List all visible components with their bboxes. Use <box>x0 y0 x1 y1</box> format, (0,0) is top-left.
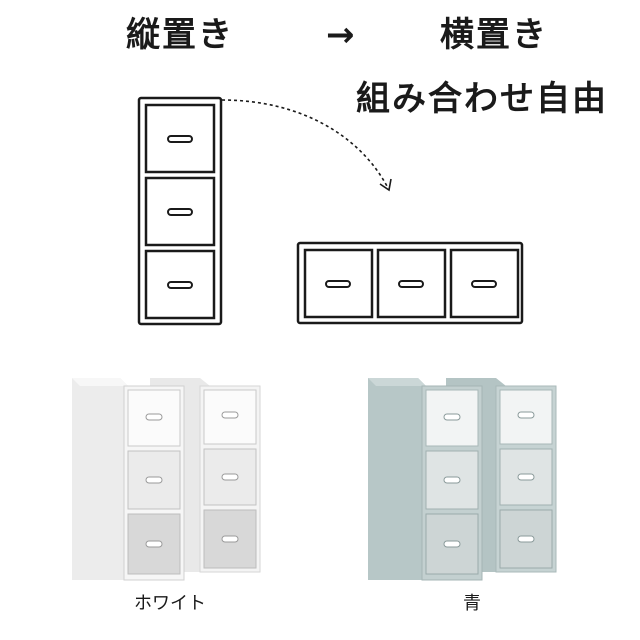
heading-combine-freely: 組み合わせ自由 <box>356 79 608 119</box>
caption-white: ホワイト <box>134 593 206 614</box>
heading-vertical-placement: 縦置き <box>126 15 234 55</box>
vertical-drawer-diagram <box>137 96 223 326</box>
white-drawer-units-photo <box>72 378 261 581</box>
dashed-rotate-arrow-icon <box>221 99 392 192</box>
heading-horizontal-placement: 横置き <box>440 15 548 55</box>
arrow-icon: → <box>326 15 357 55</box>
caption-blue: 青 <box>463 593 481 614</box>
horizontal-drawer-diagram <box>296 241 524 325</box>
blue-drawer-units-photo <box>368 378 557 581</box>
